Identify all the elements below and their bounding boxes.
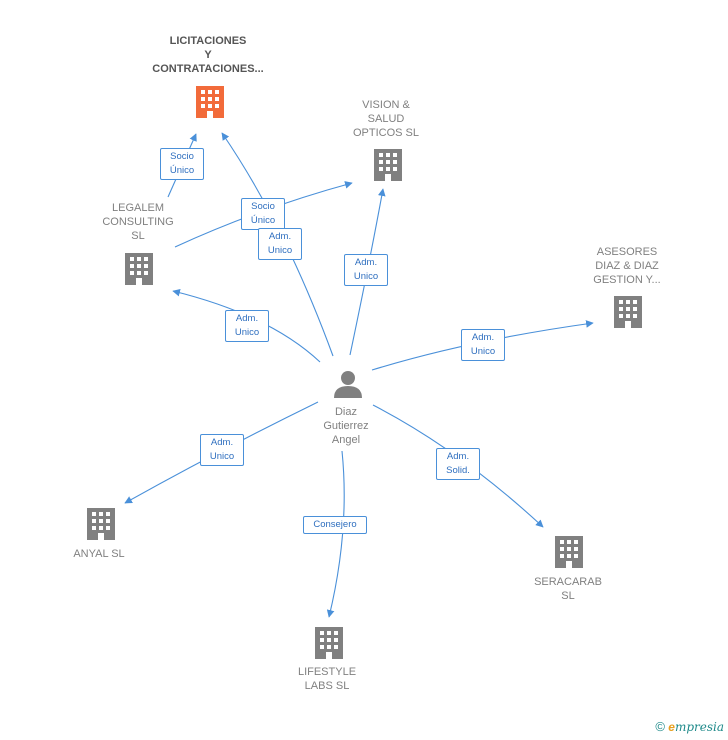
person-icon[interactable] bbox=[334, 371, 362, 398]
brand-logo-e: e bbox=[668, 720, 675, 734]
edge-label-person-legalem: Adm. Unico bbox=[225, 310, 269, 342]
edge-person-lifestyle bbox=[326, 450, 345, 618]
edge-label-legalem-licitaciones: Socio Único bbox=[160, 148, 204, 180]
edge-label-legalem-vision: Socio Único bbox=[241, 198, 285, 230]
company-label-licitaciones[interactable]: LICITACIONES Y CONTRATACIONES... bbox=[152, 35, 264, 75]
building-icon[interactable] bbox=[196, 86, 224, 118]
brand-footer[interactable]: © empresia bbox=[655, 719, 724, 734]
edge-label-person-anyal: Adm. Unico bbox=[200, 434, 244, 466]
company-label-asesores[interactable]: ASESORES DIAZ & DIAZ GESTION Y... bbox=[593, 246, 661, 286]
copyright-icon: © bbox=[655, 719, 665, 734]
edge-label-person-asesores: Adm. Unico bbox=[461, 329, 505, 361]
company-label-seracarab[interactable]: SERACARAB SL bbox=[534, 576, 602, 602]
building-icon[interactable] bbox=[555, 536, 583, 568]
company-label-legalem[interactable]: LEGALEM CONSULTING SL bbox=[102, 202, 174, 242]
edge-label-person-vision: Adm. Unico bbox=[344, 254, 388, 286]
building-icon[interactable] bbox=[374, 149, 402, 181]
building-icon[interactable] bbox=[614, 296, 642, 328]
company-label-anyal[interactable]: ANYAL SL bbox=[73, 548, 125, 560]
edge-label-person-lifestyle: Consejero bbox=[303, 516, 367, 534]
person-label[interactable]: Diaz Gutierrez Angel bbox=[323, 406, 369, 446]
edge-label-person-seracarab: Adm. Solid. bbox=[436, 448, 480, 480]
building-icon[interactable] bbox=[315, 627, 343, 659]
building-icon[interactable] bbox=[87, 508, 115, 540]
building-icon[interactable] bbox=[125, 253, 153, 285]
company-label-lifestyle[interactable]: LIFESTYLE LABS SL bbox=[297, 666, 357, 692]
company-label-vision[interactable]: VISION & SALUD OPTICOS SL bbox=[352, 99, 420, 139]
edge-label-person-licitaciones: Adm. Unico bbox=[258, 228, 302, 260]
brand-logo-text: mpresia bbox=[674, 720, 724, 734]
